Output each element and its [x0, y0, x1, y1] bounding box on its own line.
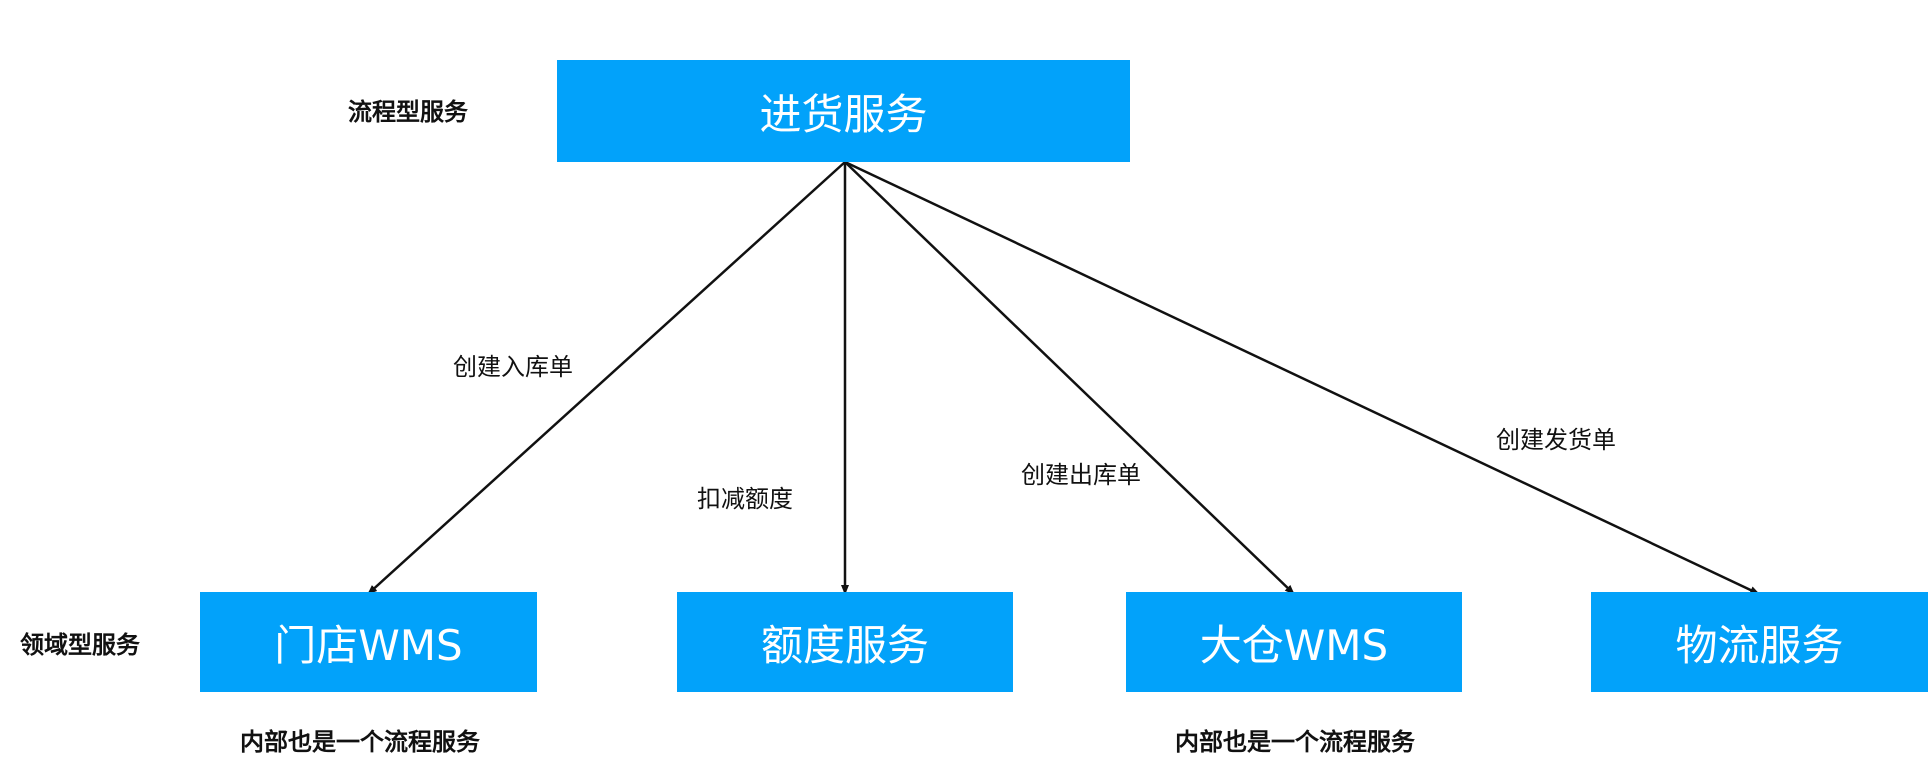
edge-to-warehouse-wms: [844, 161, 1295, 595]
node-store-wms: 门店WMS: [200, 592, 537, 692]
note-store-wms-internal-process: 内部也是一个流程服务: [240, 728, 480, 756]
edge-to-store-wms: [367, 161, 846, 595]
edge-label-deduct-quota: 扣减额度: [697, 485, 793, 513]
node-quota-service: 额度服务: [677, 592, 1013, 692]
node-root-purchase-service: 进货服务: [557, 60, 1130, 162]
edge-label-create-shipping-order: 创建发货单: [1496, 426, 1616, 454]
node-logistics-service: 物流服务: [1591, 592, 1928, 692]
node-warehouse-wms: 大仓WMS: [1126, 592, 1462, 692]
edge-label-create-inbound-order: 创建入库单: [453, 353, 573, 381]
edge-to-logistics: [844, 160, 1760, 596]
tier-label-domain: 领域型服务: [20, 631, 140, 659]
tier-label-process: 流程型服务: [348, 98, 468, 126]
note-warehouse-wms-internal-process: 内部也是一个流程服务: [1175, 728, 1415, 756]
edge-label-create-outbound-order: 创建出库单: [1021, 461, 1141, 489]
